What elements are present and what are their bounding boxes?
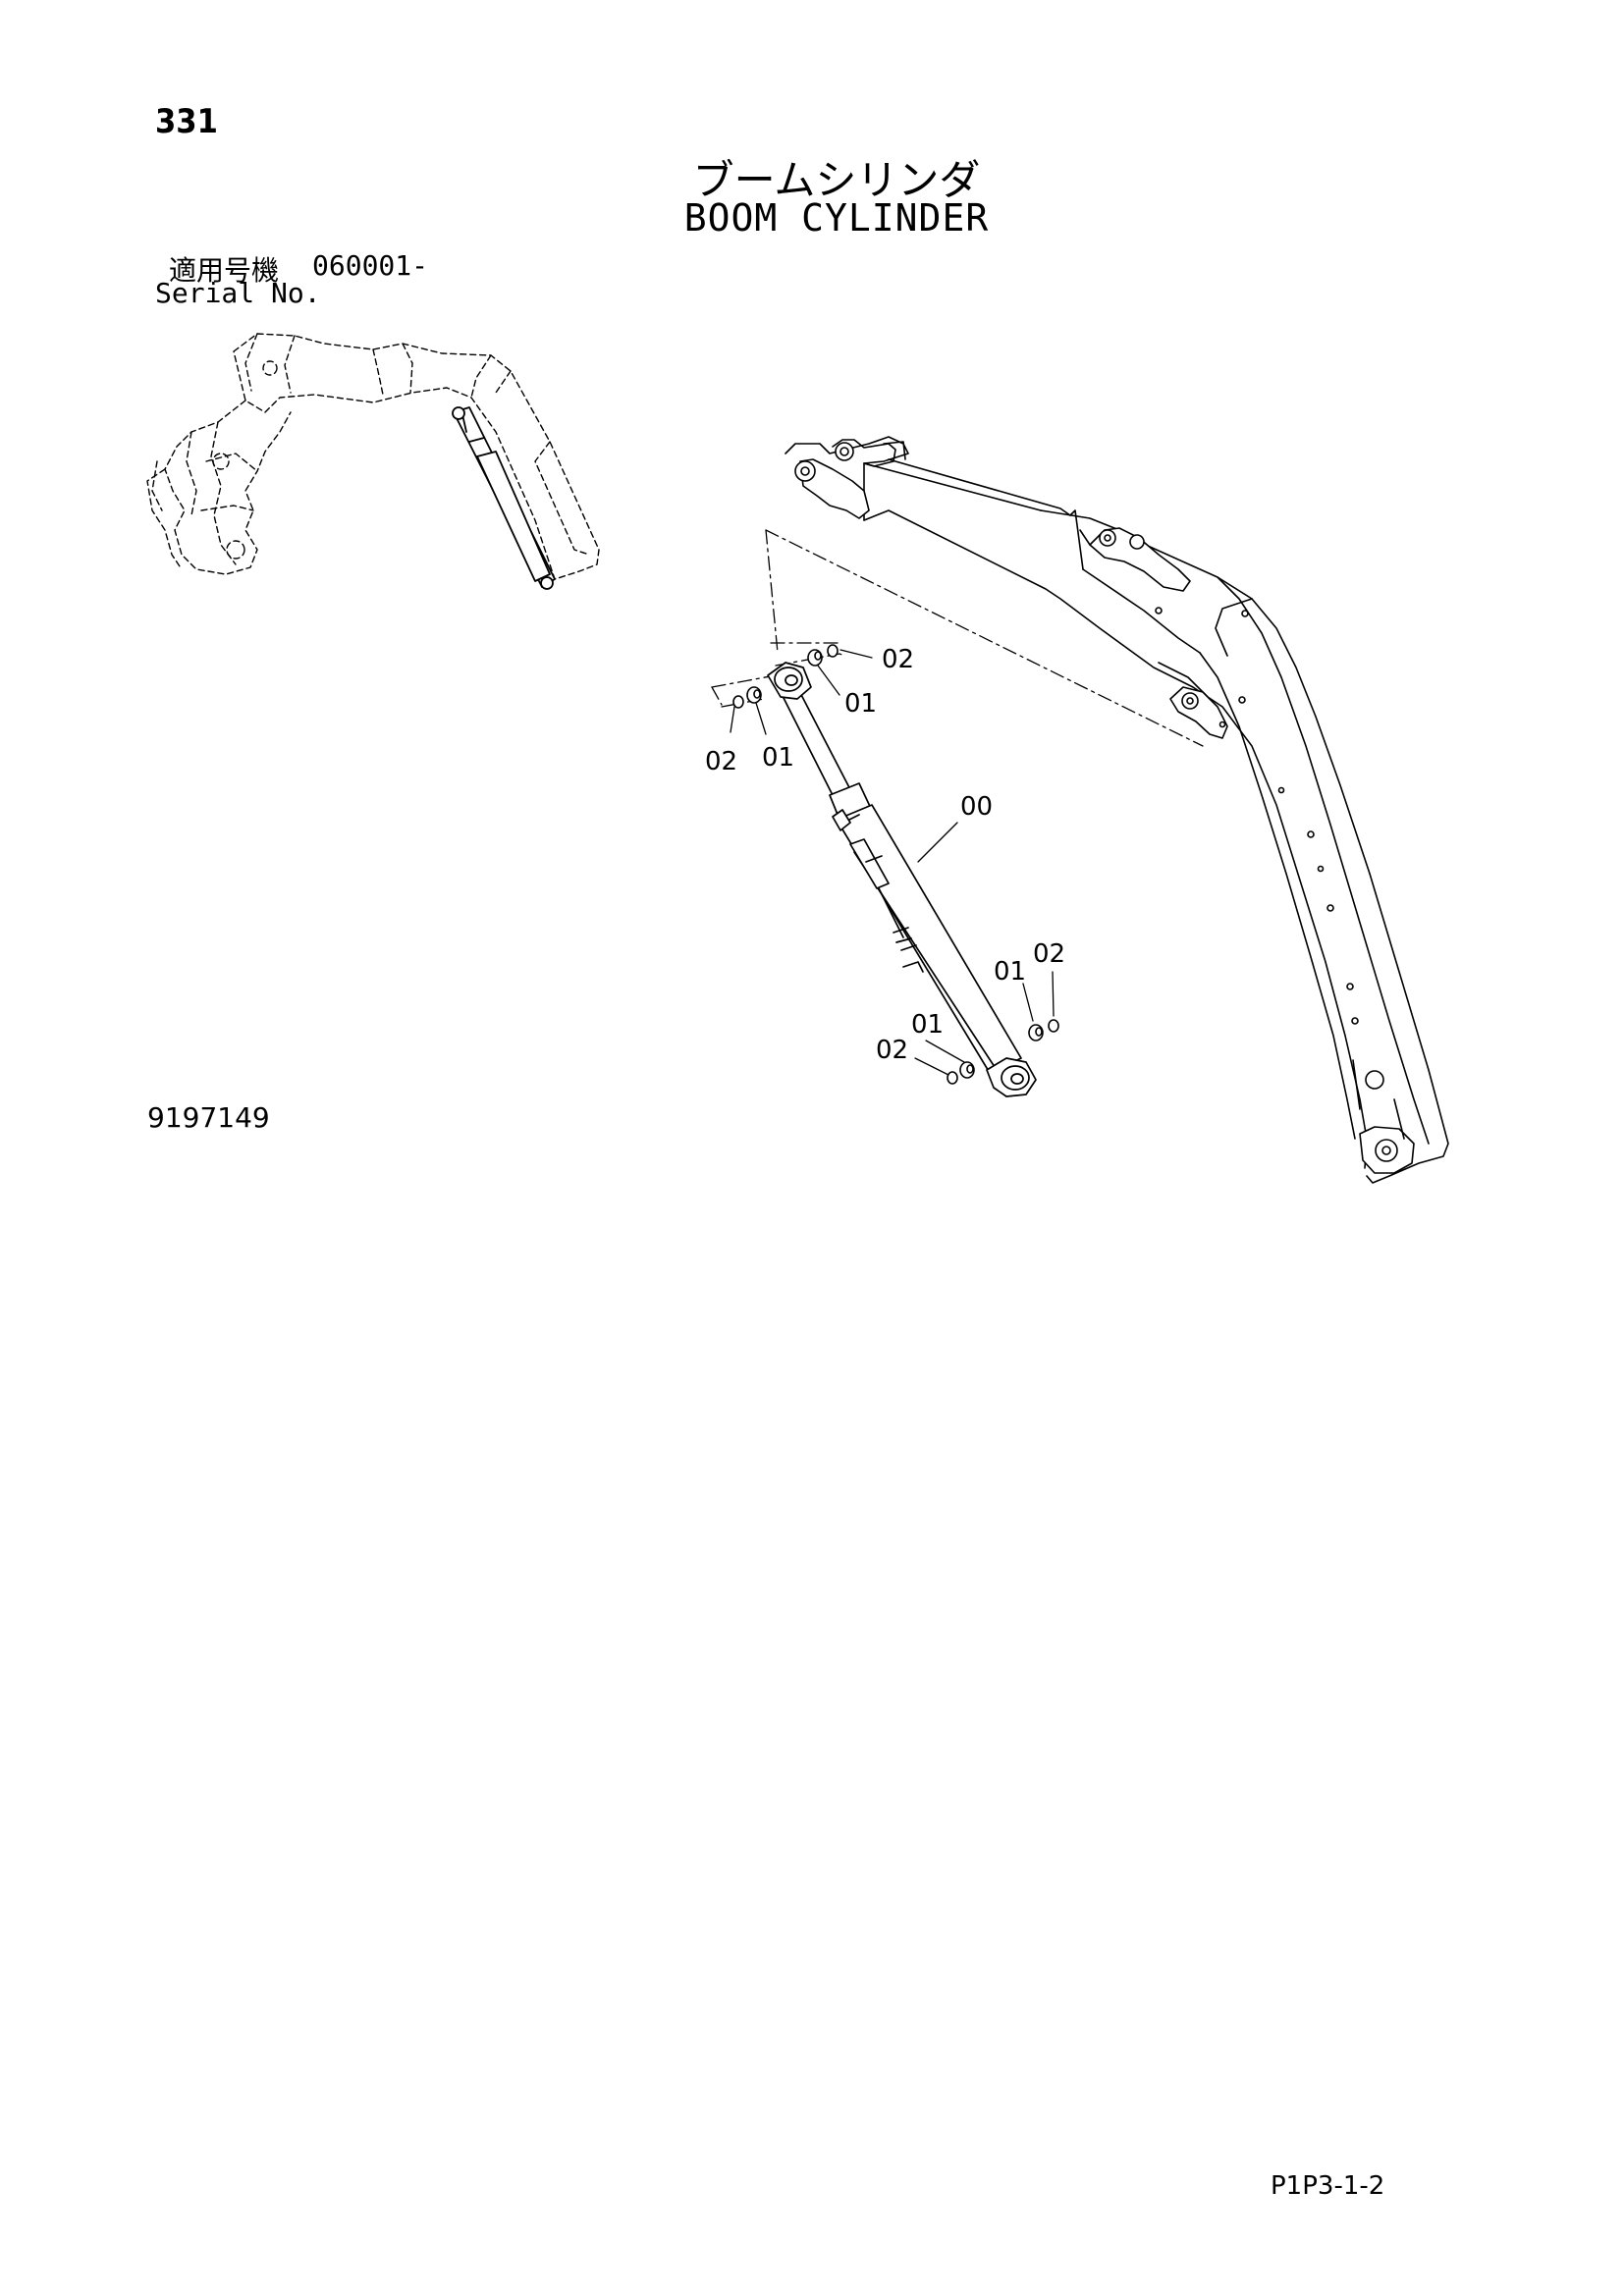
callout-02-bottom-left: 02 xyxy=(876,1036,908,1065)
title-japanese: ブームシリンダ xyxy=(692,156,981,204)
callout-00-cylinder: 00 xyxy=(960,792,993,822)
pins-and-seals xyxy=(732,644,1059,1085)
page-code: P1P3-1-2 xyxy=(1271,2171,1385,2201)
boom-structure xyxy=(785,436,1449,1184)
reference-number: 9197149 xyxy=(147,1101,270,1134)
callout-01-top-right: 01 xyxy=(844,689,877,719)
callout-02-top-right: 02 xyxy=(882,645,914,674)
serial-label-english: Serial No. xyxy=(155,277,321,309)
title-english: BOOM CYLINDER xyxy=(683,196,990,240)
serial-label-japanese: 適用号機 xyxy=(169,254,280,287)
boom-cylinder xyxy=(767,662,1037,1097)
leader-lines xyxy=(730,649,1055,1076)
serial-value: 060001- xyxy=(312,249,429,282)
callout-01-top-left: 01 xyxy=(762,743,794,773)
inset-boom-cylinder xyxy=(452,406,556,590)
callout-02-top-left: 02 xyxy=(705,747,737,776)
callout-02-bottom-right: 02 xyxy=(1033,939,1065,969)
page-number: 331 xyxy=(155,102,218,141)
callout-labels: 02 01 02 01 00 01 02 01 02 xyxy=(705,645,1065,1065)
assembly-guide-lines xyxy=(711,529,1204,747)
inset-excavator-front xyxy=(146,333,600,580)
callout-01-bottom-left: 01 xyxy=(911,1010,944,1040)
callout-01-bottom-right: 01 xyxy=(994,957,1026,987)
